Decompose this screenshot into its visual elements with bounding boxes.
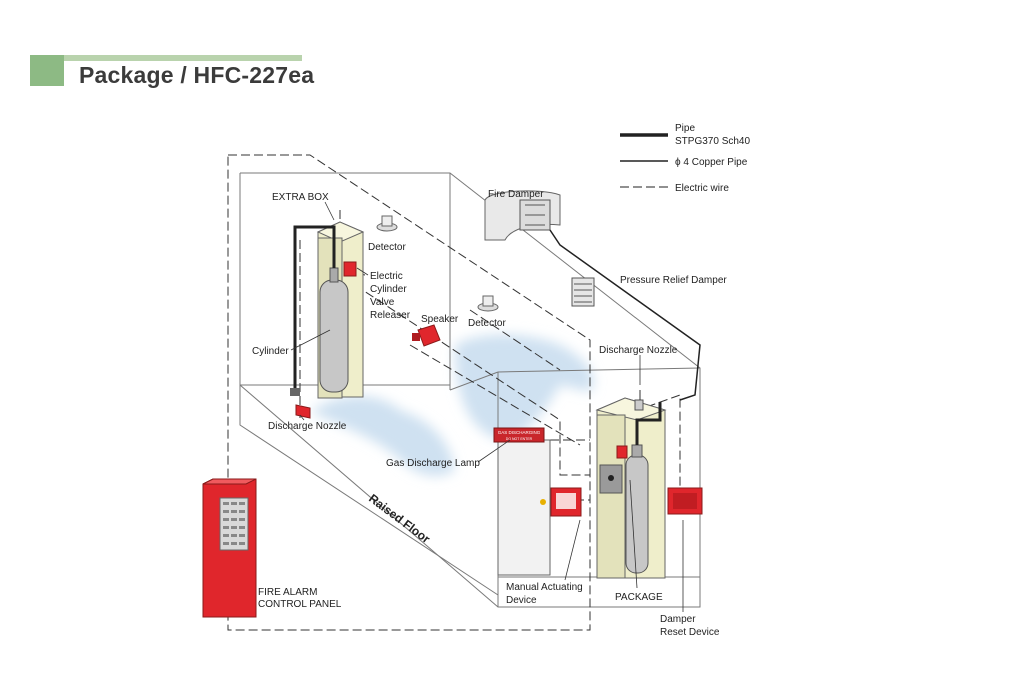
discharge-nozzle-right — [634, 399, 644, 411]
label-detector-left: Detector — [368, 242, 406, 253]
label-manual-1: Manual Actuating — [506, 582, 583, 593]
electric-releaser — [343, 261, 357, 277]
discharge-nozzle-left — [295, 404, 311, 419]
label-damper-reset-1: Damper — [660, 614, 696, 625]
label-raised-floor: Raised Floor — [366, 491, 433, 546]
label-extra-box: EXTRA BOX — [272, 192, 329, 203]
label-fire-alarm-2: CONTROL PANEL — [258, 599, 342, 610]
room-outline — [239, 172, 701, 608]
label-releaser-2: Cylinder — [370, 284, 407, 295]
pipe-left-riser — [293, 225, 336, 395]
label-releaser-4: Releaser — [370, 310, 411, 321]
detector-center — [477, 295, 499, 312]
damper-reset-device — [667, 487, 703, 515]
package-cylinder — [625, 454, 649, 574]
copper-pipe — [549, 229, 701, 401]
label-detector-center: Detector — [468, 318, 506, 329]
label-releaser-3: Valve — [370, 297, 395, 308]
lamp-sign-line2: DO NOT ENTER — [506, 437, 533, 441]
legend-copper-label: ϕ 4 Copper Pipe — [675, 157, 748, 168]
label-gas-discharge-lamp: Gas Discharge Lamp — [386, 458, 480, 469]
page-title: Package / HFC-227ea — [79, 62, 315, 88]
leader-lines — [290, 201, 684, 612]
label-fire-damper: Fire Damper — [488, 189, 544, 200]
legend-wire-label: Electric wire — [675, 183, 729, 194]
label-manual-2: Device — [506, 595, 537, 606]
label-cylinder: Cylinder — [252, 346, 289, 357]
title-accent-bar — [30, 55, 302, 61]
gas-cloud-center — [455, 334, 594, 440]
label-speaker: Speaker — [421, 314, 459, 325]
fire-damper — [484, 190, 561, 241]
label-package: PACKAGE — [615, 592, 663, 603]
speaker — [412, 324, 441, 347]
label-fire-alarm-1: FIRE ALARM — [258, 587, 317, 598]
title-accent-block — [30, 55, 64, 86]
detector-left — [376, 215, 398, 232]
manual-actuating-device — [550, 487, 582, 517]
label-pressure-relief: Pressure Relief Damper — [620, 275, 727, 286]
legend: Pipe STPG370 Sch40 ϕ 4 Copper Pipe Elect… — [620, 123, 750, 194]
package-cabinet — [595, 397, 667, 579]
legend-pipe-label-1: Pipe — [675, 123, 695, 134]
label-damper-reset-2: Reset Device — [660, 627, 720, 638]
lamp-sign-line1: GAS DISCHARGING — [498, 430, 541, 435]
door-panel — [497, 439, 551, 576]
label-discharge-nozzle-left: Discharge Nozzle — [268, 421, 347, 432]
package-pipe — [635, 402, 662, 445]
fire-alarm-control-panel — [202, 478, 257, 618]
extra-box-cabinet — [316, 221, 365, 399]
gas-cloud-group — [310, 334, 594, 476]
cylinder-left — [319, 279, 349, 393]
pressure-relief-damper — [571, 277, 595, 307]
label-releaser-1: Electric — [370, 271, 403, 282]
legend-pipe-label-2: STPG370 Sch40 — [675, 136, 750, 147]
label-discharge-nozzle-right: Discharge Nozzle — [599, 345, 678, 356]
gas-discharge-lamp: GAS DISCHARGING DO NOT ENTER — [493, 427, 545, 443]
gas-cloud-left — [310, 396, 455, 476]
